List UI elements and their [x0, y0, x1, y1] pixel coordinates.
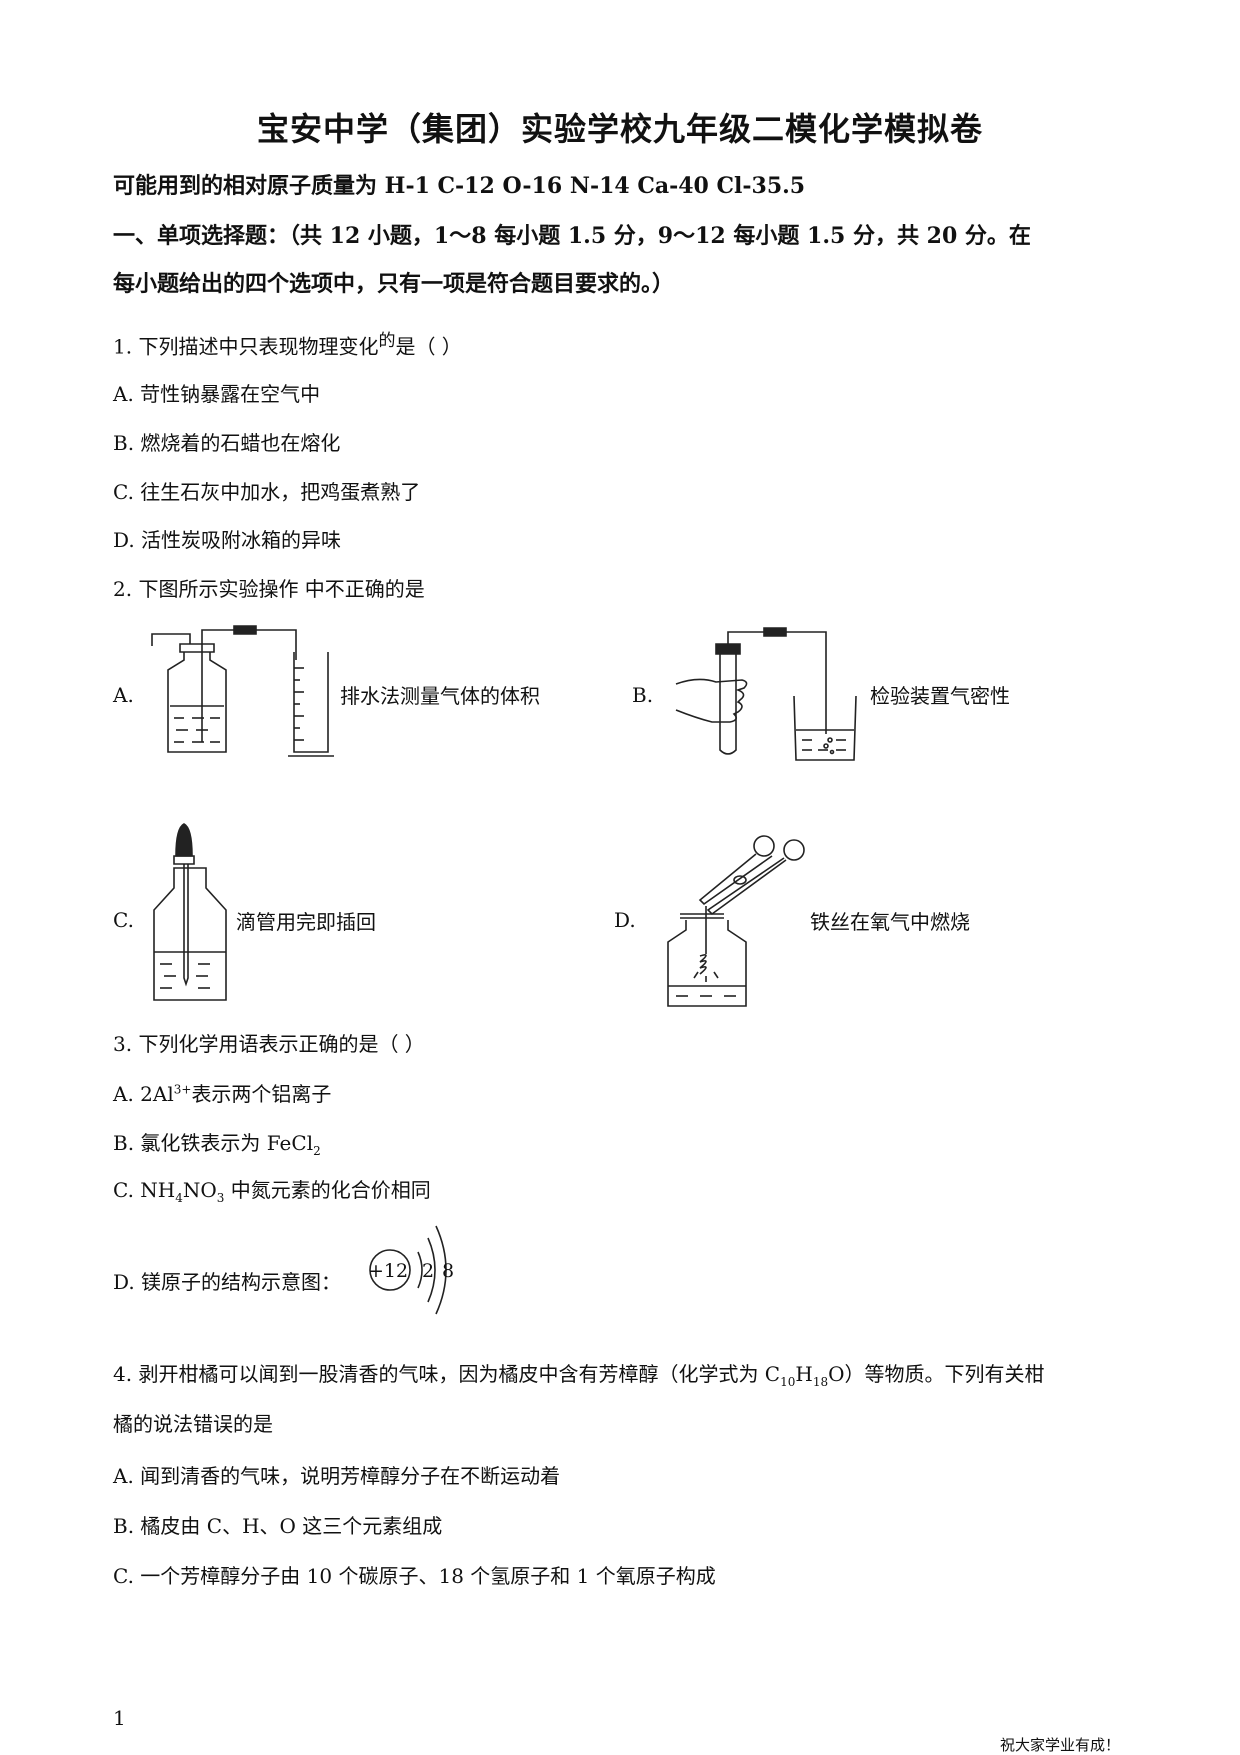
- q2-option-a-caption: 排水法测量气体的体积: [340, 684, 540, 708]
- q1-option-d: D. 活性炭吸附冰箱的异味: [113, 528, 342, 552]
- q3-stem: 3. 下列化学用语表示正确的是（ ）: [113, 1032, 425, 1056]
- q3-option-c-sub2: 3: [216, 1191, 225, 1205]
- q3-option-c-text: 中氮元素的化合价相同: [224, 1178, 431, 1202]
- mg-shell1-label: 2: [422, 1260, 435, 1282]
- q3-option-c-no: NO: [182, 1178, 217, 1202]
- q3-option-d: D. 镁原子的结构示意图：: [113, 1270, 342, 1294]
- mg-nucleus-label: +12: [368, 1260, 409, 1282]
- q1-option-a: A. 苛性钠暴露在空气中: [113, 382, 321, 406]
- q1-stem: 1. 下列描述中只表现物理变化的是（ ）: [113, 326, 462, 360]
- mg-shell2-label: 8: [442, 1260, 455, 1282]
- atomic-mass-line: 可能用到的相对原子质量为 H-1 C-12 O-16 N-14 Ca-40 Cl…: [113, 173, 806, 199]
- q4-sub-10: 10: [780, 1375, 796, 1389]
- q3-option-b: B. 氯化铁表示为 FeCl2: [113, 1127, 321, 1158]
- q3-option-a-charge: 3+: [173, 1082, 192, 1097]
- q1-stem-text: 1. 下列描述中只表现物理变化: [113, 334, 379, 359]
- q3-option-a-text: 表示两个铝离子: [191, 1082, 332, 1106]
- q2-option-b-letter: B.: [632, 683, 654, 707]
- q4-sub-18: 18: [812, 1375, 829, 1389]
- q2-option-b-caption: 检验装置气密性: [870, 684, 1010, 708]
- q1-option-c: C. 往生石灰中加水，把鸡蛋煮熟了: [113, 480, 421, 504]
- q2-option-a-letter: A.: [113, 683, 134, 707]
- q2-option-c-caption: 滴管用完即插回: [236, 910, 376, 934]
- page-title: 宝安中学（集团）实验学校九年级二模化学模拟卷: [256, 110, 983, 148]
- q3-option-c-nh: C. NH: [113, 1178, 176, 1202]
- q4-stem-h: H: [795, 1362, 813, 1386]
- section-heading-line1: 一、单项选择题：（共 12 小题，1～8 每小题 1.5 分，9～12 每小题 …: [113, 223, 1031, 249]
- q3-option-a: A. 2Al3+表示两个铝离子: [113, 1078, 331, 1107]
- q3-option-b-subscript: 2: [313, 1144, 321, 1158]
- q4-stem-tail: O）等物质。下列有关柑: [828, 1362, 1045, 1386]
- page-number: 1: [113, 1706, 126, 1730]
- q3-option-c-sub1: 4: [175, 1191, 183, 1205]
- q3-option-c: C. NH4NO3 中氮元素的化合价相同: [113, 1174, 431, 1205]
- q4-option-a: A. 闻到清香的气味，说明芳樟醇分子在不断运动着: [113, 1464, 561, 1488]
- q4-option-b: B. 橘皮由 C、H、O 这三个元素组成: [113, 1514, 443, 1538]
- section-heading-line2: 每小题给出的四个选项中，只有一项是符合题目要求的。）: [113, 271, 675, 297]
- q2-stem: 2. 下图所示实验操作 中不正确的是: [113, 577, 425, 601]
- q4-stem-text: 4. 剥开柑橘可以闻到一股清香的气味，因为橘皮中含有芳樟醇（化学式为 C: [113, 1362, 781, 1386]
- magnesium-atom-diagram: [362, 1210, 472, 1330]
- q4-stem-line2: 橘的说法错误的是: [113, 1412, 273, 1436]
- q1-option-b: B. 燃烧着的石蜡也在熔化: [113, 431, 341, 455]
- q2-option-c-letter: C.: [113, 908, 134, 932]
- q3-option-a-formula: A. 2Al: [113, 1082, 174, 1106]
- q2-option-d-caption: 铁丝在氧气中燃烧: [810, 910, 970, 934]
- water-displacement-apparatus-figure: [148, 622, 338, 762]
- iron-wire-combustion-figure: [660, 826, 810, 1010]
- q1-stem-sup: 的: [378, 331, 396, 351]
- q3-option-b-text: B. 氯化铁表示为 FeCl: [113, 1131, 314, 1155]
- q4-option-c: C. 一个芳樟醇分子由 10 个碳原子、18 个氢原子和 1 个氧原子构成: [113, 1564, 716, 1588]
- q2-option-d-letter: D.: [614, 908, 636, 932]
- footer-motto: 祝大家学业有成！: [1000, 1736, 1121, 1754]
- q4-stem-line1: 4. 剥开柑橘可以闻到一股清香的气味，因为橘皮中含有芳樟醇（化学式为 C10H1…: [113, 1358, 1045, 1389]
- q1-stem-tail: 是（ ）: [395, 334, 462, 359]
- dropper-bottle-figure: [150, 820, 230, 1004]
- airtightness-check-figure: [668, 622, 868, 762]
